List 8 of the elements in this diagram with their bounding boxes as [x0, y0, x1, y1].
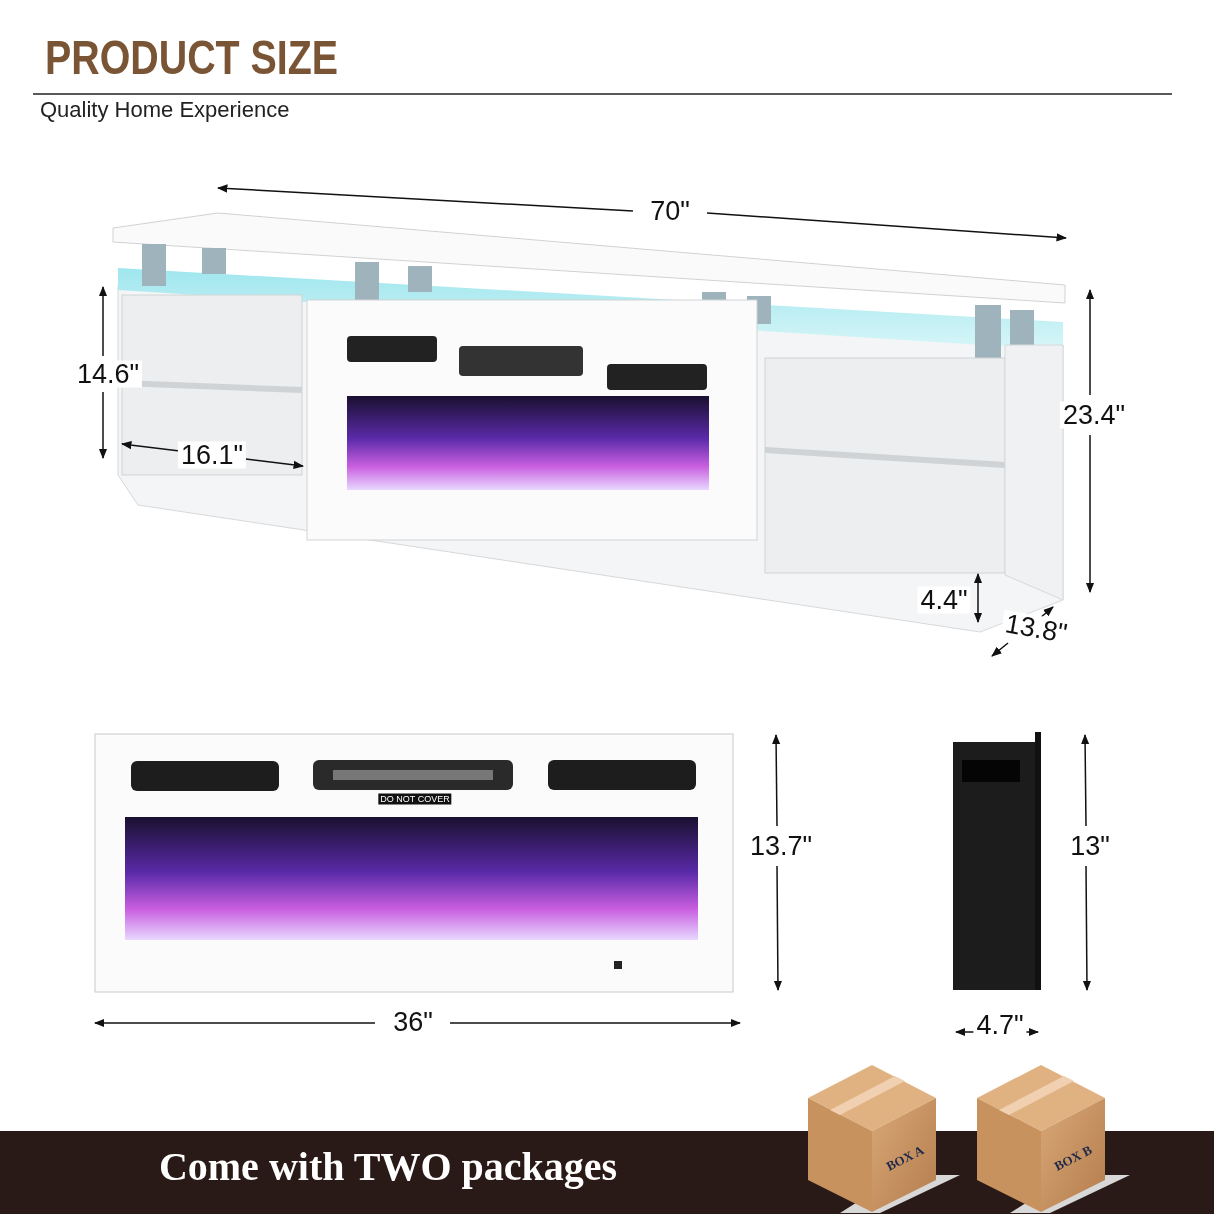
dimension-label: 4.4" — [917, 586, 971, 614]
warning-label: DO NOT COVER — [378, 793, 452, 805]
dimension-label: 16.1" — [177, 441, 247, 469]
box-label: BOX A — [884, 1143, 926, 1173]
tagline: Quality Home Experience — [40, 99, 290, 121]
page-title: PRODUCT SIZE — [45, 34, 339, 82]
box-label: BOX B — [1052, 1143, 1094, 1173]
banner-text: Come with TWO packages — [158, 1147, 618, 1187]
